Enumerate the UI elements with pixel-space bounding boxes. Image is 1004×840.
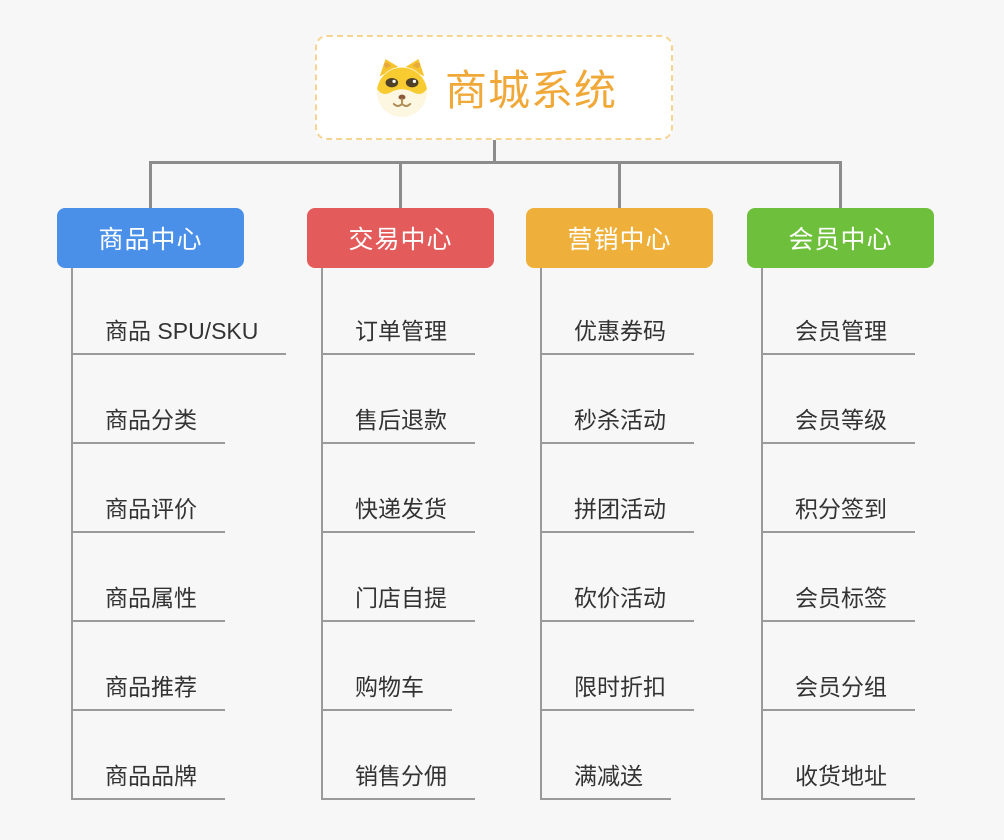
leaf-points-checkin[interactable]: 积分签到: [761, 496, 915, 533]
leaf-product-recommend[interactable]: 商品推荐: [71, 674, 225, 711]
node-product-center[interactable]: 商品中心: [57, 208, 244, 268]
leaf-member-tags[interactable]: 会员标签: [761, 585, 915, 622]
leaf-limited-time-discount[interactable]: 限时折扣: [540, 674, 694, 711]
branch-product-center: 商品中心 商品 SPU/SKU 商品分类 商品评价 商品属性 商品推荐 商品品牌: [57, 208, 317, 818]
leaf-shipping-address[interactable]: 收货地址: [761, 763, 915, 800]
branch-trunk-line: [321, 268, 323, 800]
leaf-member-level[interactable]: 会员等级: [761, 407, 915, 444]
connector-drop-product: [149, 161, 152, 209]
branch-trunk-line: [71, 268, 73, 800]
leaf-spend-and-save[interactable]: 满减送: [540, 763, 671, 800]
connector-drop-trade: [399, 161, 402, 209]
leaf-member-management[interactable]: 会员管理: [761, 318, 915, 355]
node-member-center[interactable]: 会员中心: [747, 208, 934, 268]
leaf-order-management[interactable]: 订单管理: [321, 318, 475, 355]
leaf-bargain-activity[interactable]: 砍价活动: [540, 585, 694, 622]
leaf-aftersale-refund[interactable]: 售后退款: [321, 407, 475, 444]
leaf-product-attribute[interactable]: 商品属性: [71, 585, 225, 622]
leaf-shopping-cart[interactable]: 购物车: [321, 674, 452, 711]
leaf-express-delivery[interactable]: 快递发货: [321, 496, 475, 533]
branch-marketing-center: 营销中心 优惠券码 秒杀活动 拼团活动 砍价活动 限时折扣 满减送: [526, 208, 786, 818]
leaf-member-groups[interactable]: 会员分组: [761, 674, 915, 711]
leaf-group-buying[interactable]: 拼团活动: [540, 496, 694, 533]
connector-drop-member: [839, 161, 842, 209]
connector-root-drop: [493, 140, 496, 164]
leaf-product-review[interactable]: 商品评价: [71, 496, 225, 533]
branch-trunk-line: [540, 268, 542, 800]
node-marketing-center[interactable]: 营销中心: [526, 208, 713, 268]
branch-trunk-line: [761, 268, 763, 800]
branch-member-center: 会员中心 会员管理 会员等级 积分签到 会员标签 会员分组 收货地址: [747, 208, 1004, 818]
leaf-product-brand[interactable]: 商品品牌: [71, 763, 225, 800]
leaf-product-category[interactable]: 商品分类: [71, 407, 225, 444]
leaf-coupon-codes[interactable]: 优惠券码: [540, 318, 694, 355]
connector-bus: [149, 161, 842, 164]
branch-trade-center: 交易中心 订单管理 售后退款 快递发货 门店自提 购物车 销售分佣: [307, 208, 567, 818]
leaf-store-pickup[interactable]: 门店自提: [321, 585, 475, 622]
leaf-product-spu-sku[interactable]: 商品 SPU/SKU: [71, 318, 287, 355]
root-node-mall-system[interactable]: 商城系统: [315, 35, 673, 140]
root-title: 商城系统: [444, 67, 617, 114]
leaf-flash-sale[interactable]: 秒杀活动: [540, 407, 694, 444]
leaf-sales-commission[interactable]: 销售分佣: [321, 763, 475, 800]
node-trade-center[interactable]: 交易中心: [307, 208, 494, 268]
connector-drop-marketing: [618, 161, 621, 209]
dog-face-icon: [376, 58, 428, 117]
